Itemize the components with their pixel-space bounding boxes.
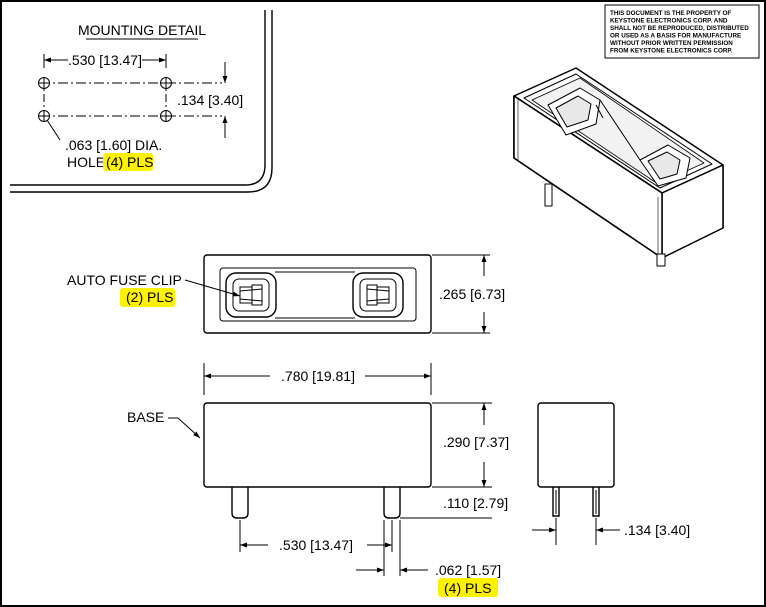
pin	[231, 487, 249, 519]
notice-line: WITHOUT PRIOR WRITTEN PERMISSION	[610, 40, 733, 47]
pin-spacing-dim: .530 [13.47]	[279, 537, 353, 553]
pin-count-text: (4) PLS	[444, 580, 491, 596]
mounting-detail-panel: MOUNTING DETAIL .530 [13.47] .134 [3.40]…	[10, 10, 273, 193]
notice-line: THIS DOCUMENT IS THE PROPERTY OF	[610, 10, 731, 17]
notice-line: FROM KEYSTONE ELECTRONICS CORP.	[610, 48, 733, 55]
pin	[383, 487, 401, 519]
hole-diameter-text: .063 [1.60] DIA.	[65, 137, 162, 153]
hole-count-text: (4) PLS	[106, 154, 153, 170]
fuse-clip	[225, 272, 277, 318]
notice-line: OR USED AS A BASIS FOR MANUFACTURE	[610, 33, 741, 40]
isometric-view	[513, 67, 724, 267]
fuse-clip	[352, 272, 404, 318]
auto-fuse-clip-label: AUTO FUSE CLIP	[67, 272, 182, 288]
side-view: .134 [3.40]	[532, 402, 690, 545]
base-body	[203, 402, 432, 488]
side-body	[537, 402, 615, 488]
hole-label: HOLE	[67, 154, 105, 170]
top-view: AUTO FUSE CLIP (2) PLS .265 [6.73]	[67, 254, 505, 334]
base-length-dim: .780 [19.81]	[281, 368, 355, 384]
pin-width-dim: .062 [1.57]	[435, 562, 501, 578]
base-height-dim: .290 [7.37]	[443, 434, 509, 450]
mounting-detail-title: MOUNTING DETAIL	[78, 22, 206, 38]
copyright-notice: THIS DOCUMENT IS THE PROPERTY OF KEYSTON…	[604, 4, 760, 59]
notice-line: KEYSTONE ELECTRONICS CORP. AND	[610, 18, 728, 25]
mounting-hole	[38, 110, 50, 122]
clip-width-dim: .265 [6.73]	[439, 286, 505, 302]
side-pin-gap-dim: .134 [3.40]	[624, 522, 690, 538]
mounting-hole	[160, 77, 172, 89]
mounting-spacing-dim: .530 [13.47]	[68, 52, 142, 68]
pin-length-dim: .110 [2.79]	[443, 495, 508, 511]
mounting-hole	[160, 110, 172, 122]
pin	[592, 487, 600, 517]
front-view: .780 [19.81] BASE .290 [7.37] .110 [2.79…	[127, 363, 509, 597]
mounting-row-dim: .134 [3.40]	[177, 92, 243, 108]
clip-count-text: (2) PLS	[126, 289, 173, 305]
notice-line: SHALL NOT BE REPRODUCED, DISTRIBUTED	[610, 25, 749, 32]
base-label: BASE	[127, 409, 164, 425]
mounting-hole	[38, 77, 50, 89]
pin	[552, 487, 560, 517]
